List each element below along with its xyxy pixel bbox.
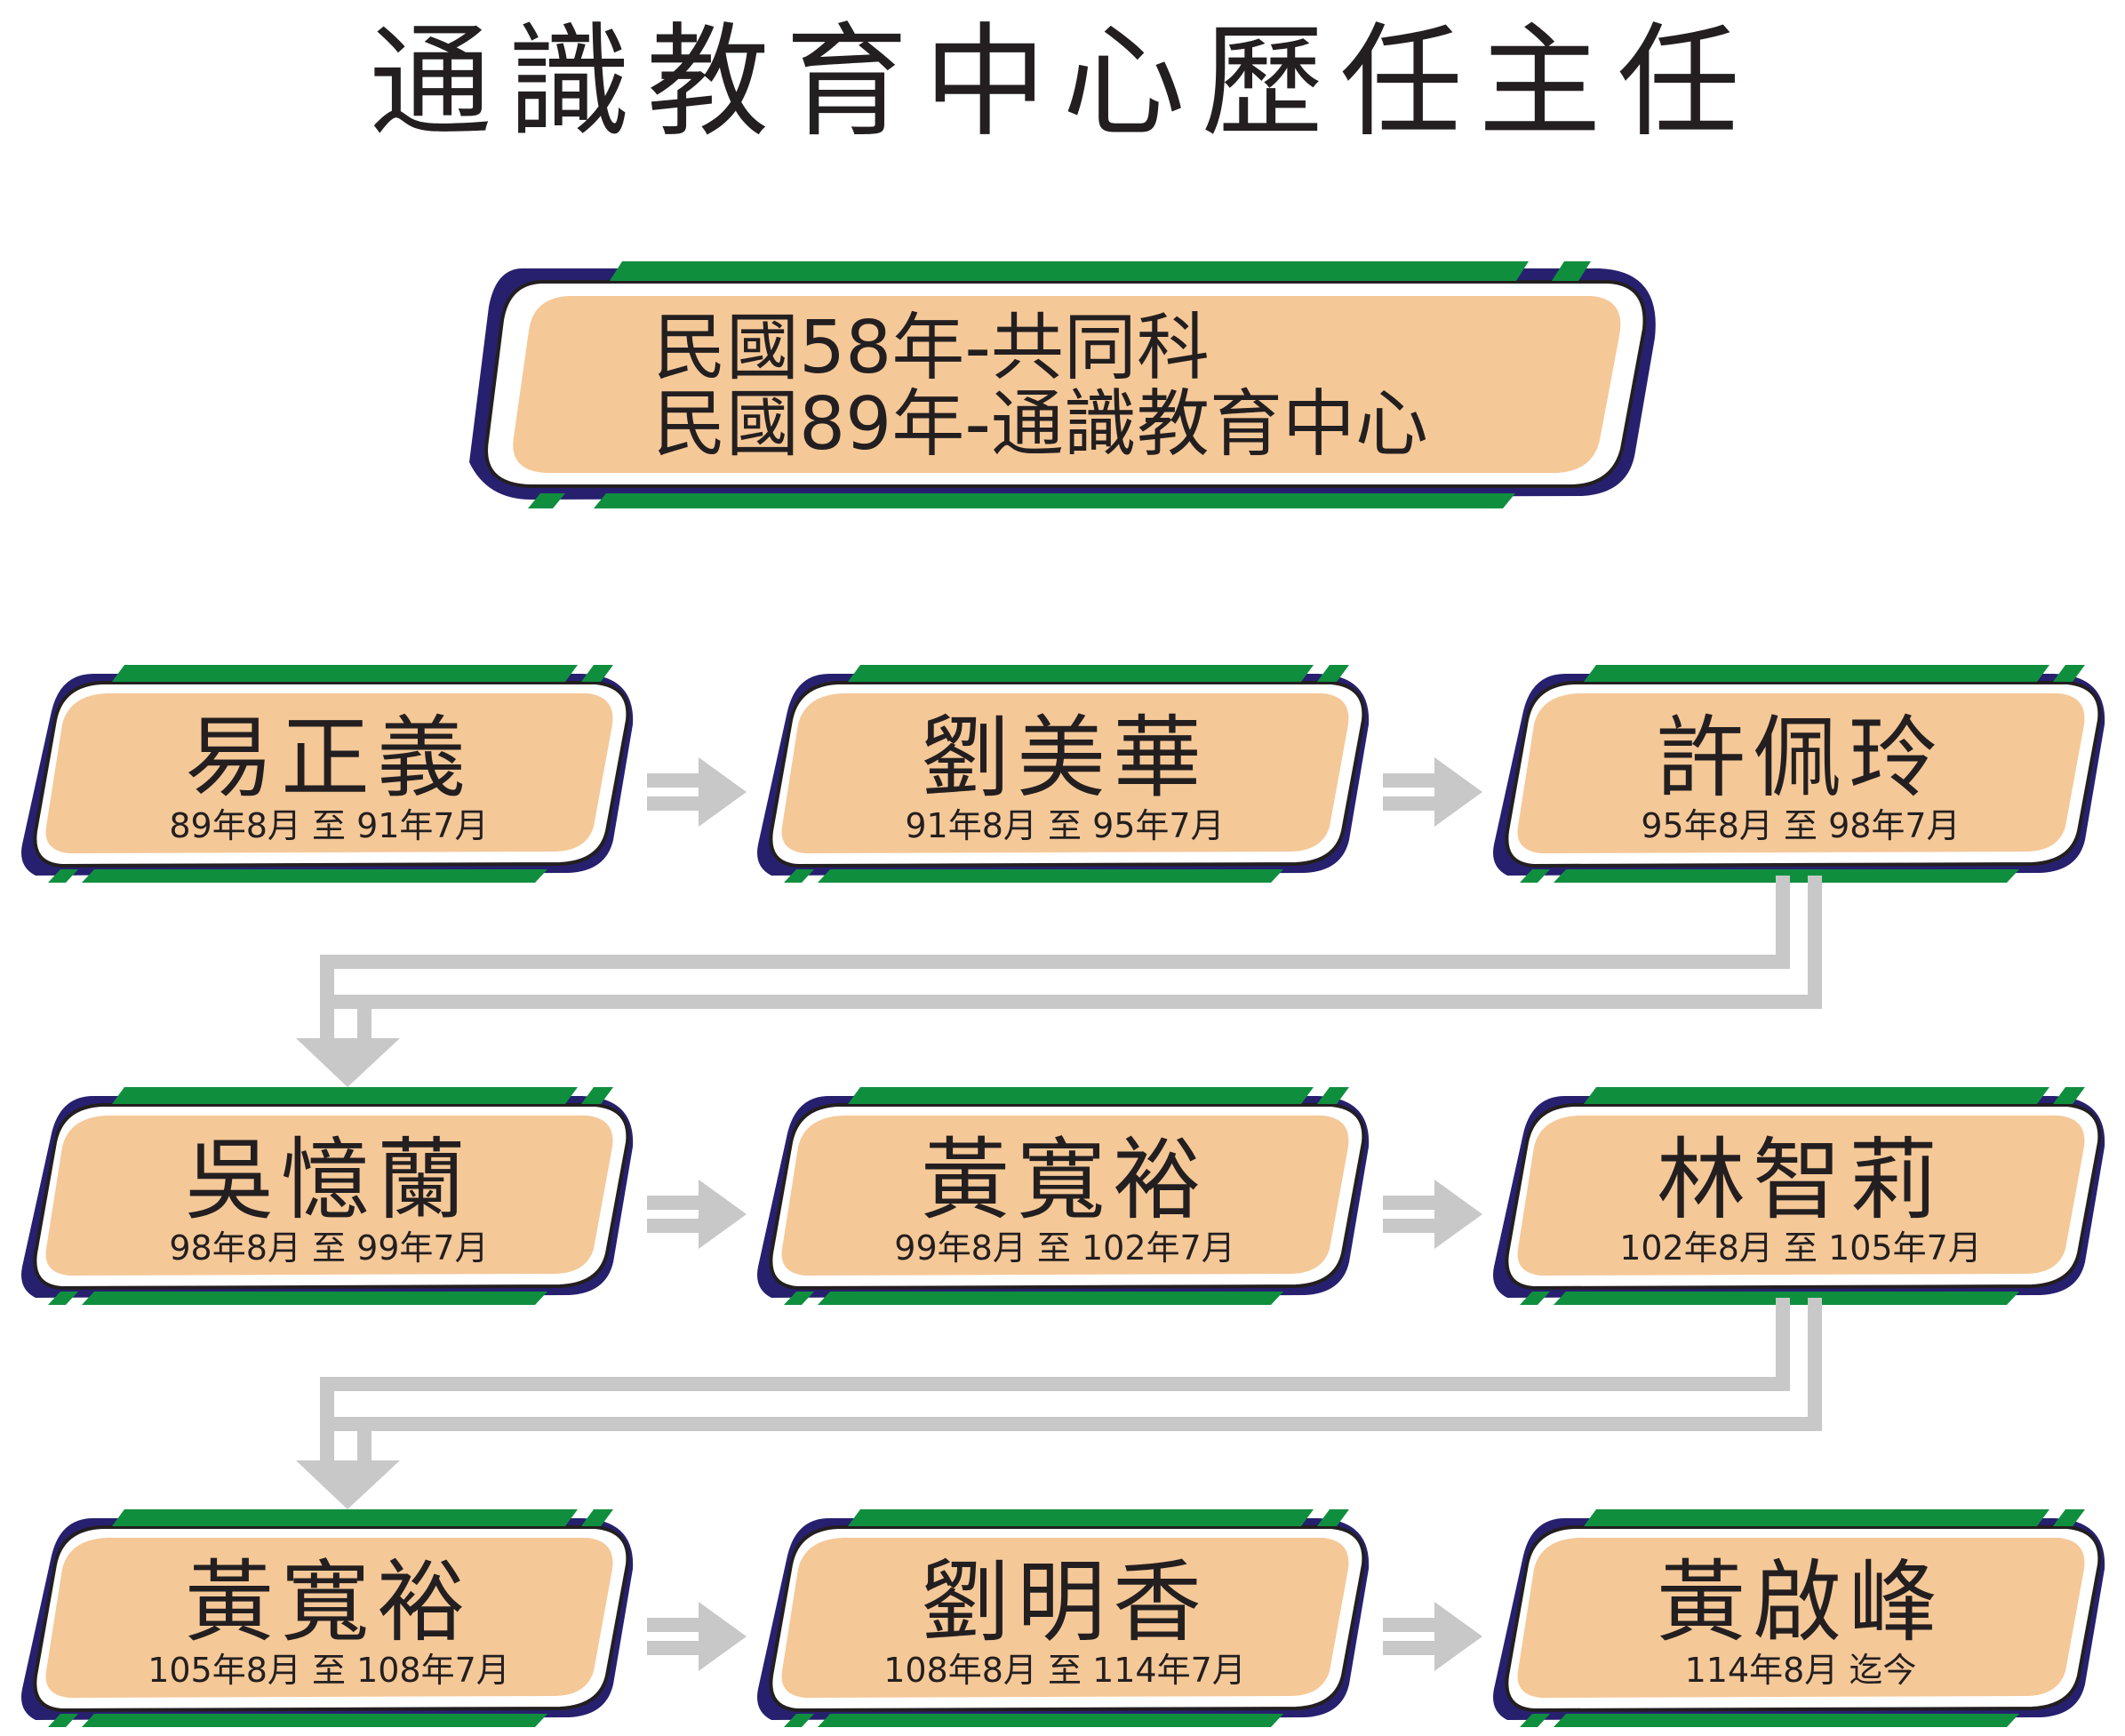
row-connector-arrow (296, 1298, 1822, 1509)
director-name: 劉明香 (921, 1550, 1209, 1654)
director-term: 102年8月 至 105年7月 (1619, 1228, 1982, 1268)
history-line-1: 民國58年-共同科 (653, 306, 1210, 390)
director-name: 黃啟峰 (1657, 1550, 1945, 1654)
history-line-2: 民國89年-通識教育中心 (653, 382, 1428, 467)
director-term: 105年8月 至 108年7月 (148, 1651, 510, 1690)
director-term: 98年8月 至 99年7月 (169, 1228, 489, 1268)
arrow-right-icon (647, 757, 747, 827)
director-term: 91年8月 至 95年7月 (905, 806, 1225, 845)
page-title: 通識教育中心歷任主任 (369, 11, 1756, 154)
director-name: 吳憶蘭 (185, 1128, 473, 1232)
arrow-right-icon (1383, 1180, 1482, 1249)
director-term: 95年8月 至 98年7月 (1641, 806, 1961, 845)
arrow-right-icon (1383, 1602, 1482, 1671)
arrow-right-icon (647, 1602, 747, 1671)
arrow-right-icon (1383, 757, 1482, 827)
director-term: 114年8月 迄今 (1684, 1651, 1917, 1690)
director-name: 黃寬裕 (921, 1128, 1209, 1232)
director-name: 劉美華 (921, 706, 1209, 810)
director-name: 黃寬裕 (185, 1550, 473, 1654)
director-name: 易正義 (185, 706, 473, 810)
director-name: 林智莉 (1657, 1128, 1945, 1232)
director-name: 許佩玲 (1657, 706, 1945, 810)
row-connector-arrow (296, 876, 1822, 1087)
director-term: 108年8月 至 114年7月 (883, 1651, 1246, 1690)
director-term: 99年8月 至 102年7月 (894, 1228, 1235, 1268)
director-term: 89年8月 至 91年7月 (169, 806, 489, 845)
arrow-right-icon (647, 1180, 747, 1249)
